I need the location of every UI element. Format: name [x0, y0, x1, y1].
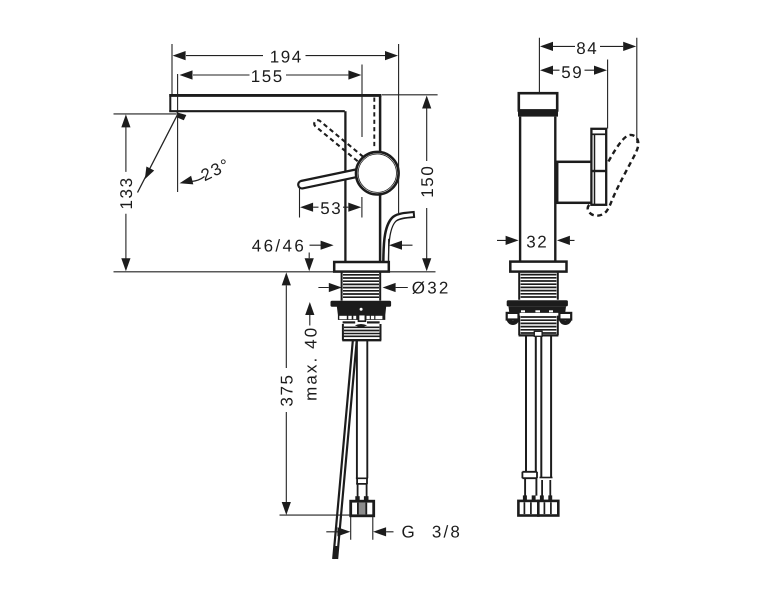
svg-text:32: 32	[526, 232, 548, 251]
svg-text:G 3/8: G 3/8	[402, 523, 463, 542]
svg-text:max. 40: max. 40	[301, 326, 320, 401]
svg-text:53: 53	[320, 199, 342, 218]
svg-text:150: 150	[418, 165, 437, 198]
svg-text:Ø32: Ø32	[412, 278, 451, 297]
svg-text:194: 194	[270, 47, 303, 66]
svg-text:375: 375	[278, 373, 297, 406]
svg-text:155: 155	[251, 67, 284, 86]
svg-text:84: 84	[576, 39, 598, 58]
svg-text:133: 133	[117, 176, 136, 209]
svg-text:59: 59	[561, 63, 583, 82]
svg-text:46/46: 46/46	[252, 237, 307, 256]
